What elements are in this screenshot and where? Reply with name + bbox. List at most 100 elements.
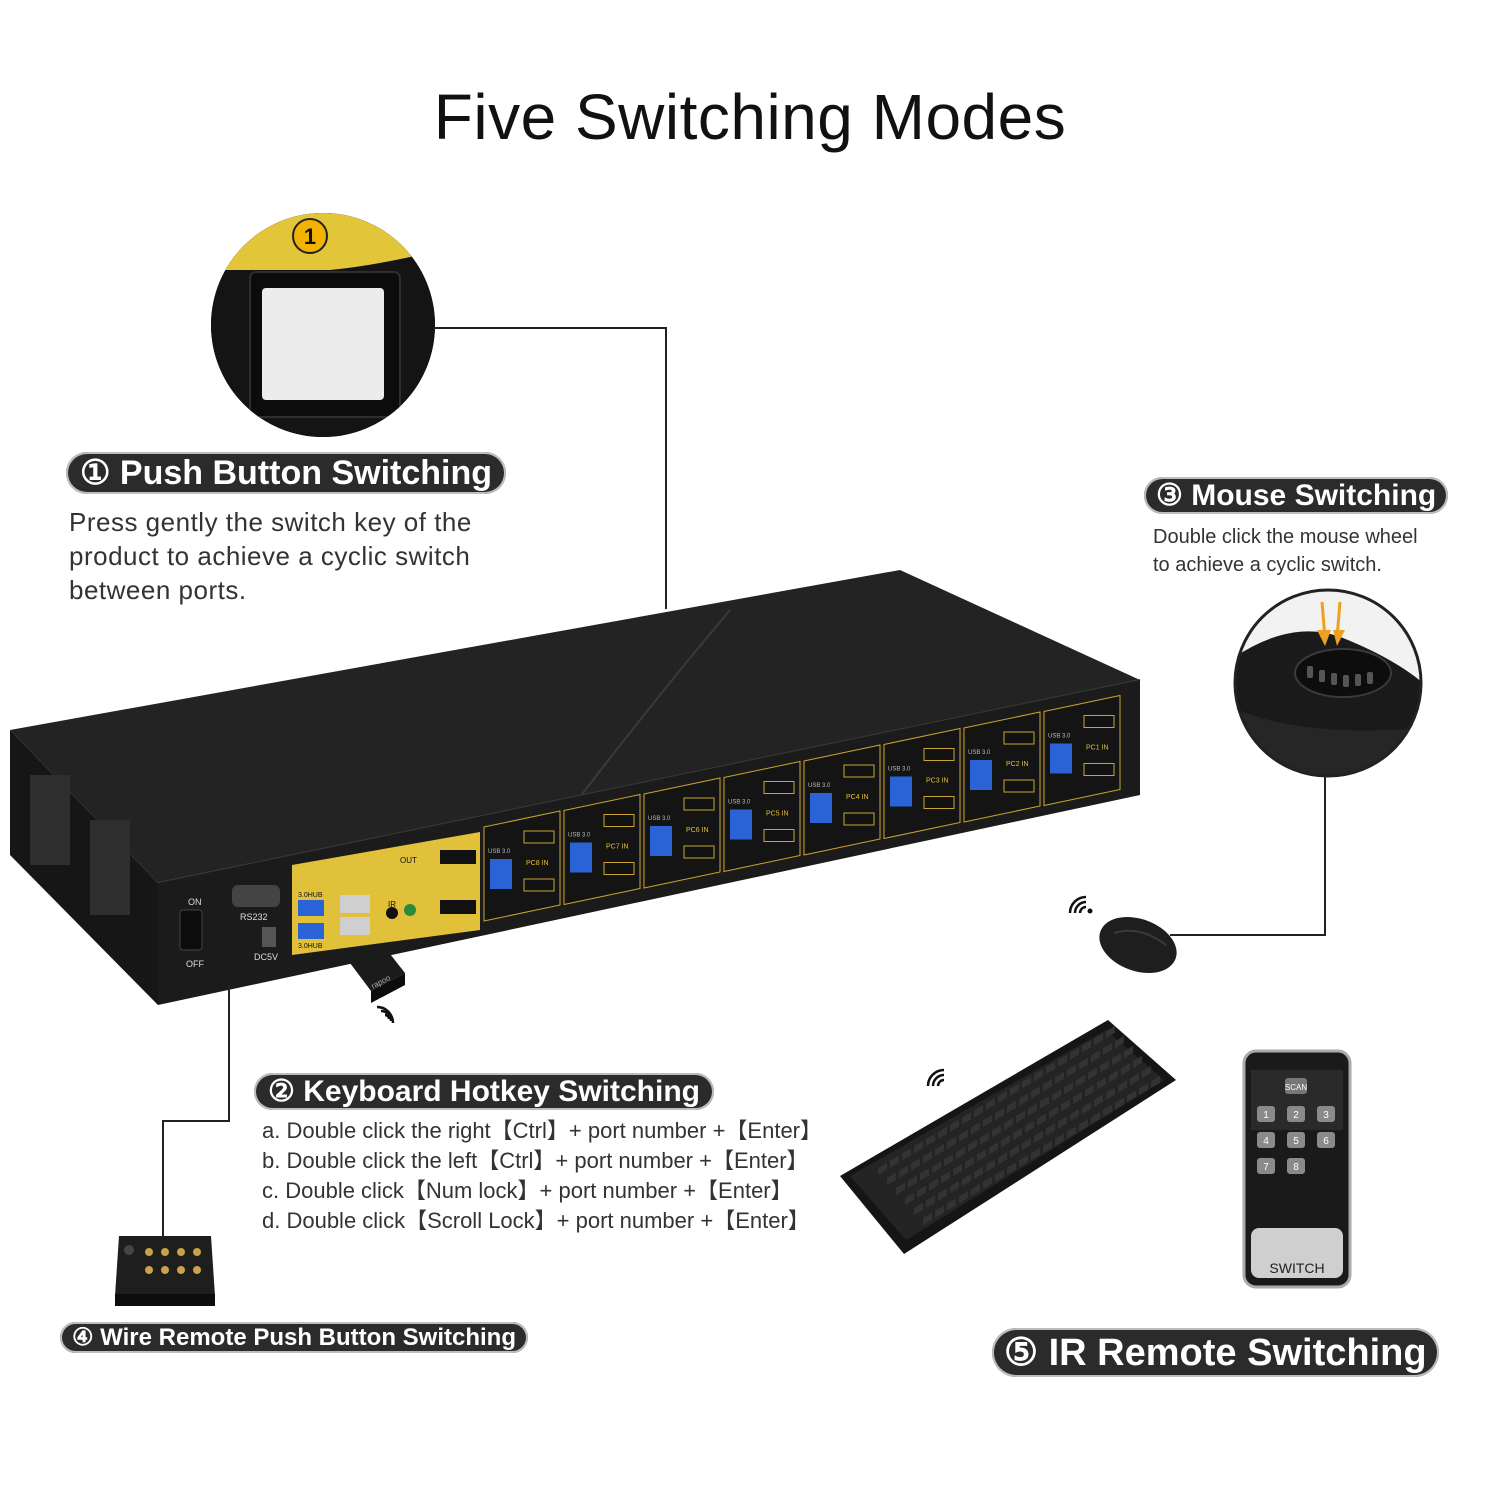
keyboard-key (995, 1169, 1004, 1182)
keyboard-key (896, 1182, 905, 1195)
svg-text:OUT: OUT (400, 856, 417, 865)
keyboard-key (1055, 1071, 1064, 1085)
keyboard-key (974, 1105, 983, 1118)
keyboard-key (929, 1178, 938, 1191)
keyboard-key (1046, 1123, 1055, 1136)
keyboard-key (926, 1133, 935, 1147)
keyboard-key (914, 1202, 923, 1215)
usb-port-label: USB 3.0 (648, 816, 671, 822)
usb-port-icon (970, 760, 992, 790)
pc-port-label: PC2 IN (1006, 761, 1029, 768)
wireless-mouse (1068, 895, 1177, 974)
keyboard-key (1121, 1063, 1130, 1076)
keyboard-key (1007, 1100, 1016, 1113)
remote-key (1257, 1106, 1275, 1122)
keyboard-key (992, 1125, 1001, 1138)
keyboard-key (1016, 1110, 1025, 1123)
keyboard-key (1058, 1054, 1067, 1067)
keyboard-key (1031, 1086, 1040, 1099)
keyboard-key (938, 1126, 947, 1139)
keyboard-key (1034, 1069, 1043, 1082)
pc-port-label: PC5 IN (766, 811, 789, 818)
keyboard-key (971, 1122, 980, 1135)
keyboard-key (1130, 1073, 1139, 1086)
remote-key (1257, 1132, 1275, 1148)
remote-key-label: 4 (1263, 1136, 1269, 1147)
svg-text:ON: ON (188, 897, 202, 907)
pc-port-panel: PC6 IN USB 3.0 (643, 777, 721, 889)
usb-port-icon (570, 842, 592, 873)
keyboard-key (1118, 1080, 1127, 1093)
keyboard-key (1058, 1116, 1067, 1129)
hotkey-step: c. Double click【Num lock】+ port number +… (262, 1178, 793, 1203)
usb-port-label: USB 3.0 (888, 767, 911, 773)
keyboard-key (1103, 1104, 1112, 1117)
pc-port-label: PC6 IN (686, 827, 709, 834)
svg-text:3.0HUB: 3.0HUB (298, 892, 323, 899)
keyboard-key (917, 1185, 926, 1198)
svg-text:SCAN: SCAN (1285, 1083, 1307, 1092)
keyboard-key (1067, 1064, 1076, 1077)
keyboard-key (1061, 1099, 1070, 1112)
svg-text:DC5V: DC5V (254, 952, 278, 962)
keyboard-key (995, 1107, 1004, 1121)
keyboard-key (1112, 1053, 1121, 1066)
usb-port-label: USB 3.0 (1048, 734, 1071, 740)
mouse-description: Double click the mouse wheel to achieve … (1153, 526, 1418, 576)
keyboard-key (908, 1175, 917, 1188)
wire-remote-box (115, 1236, 215, 1306)
hdmi-port-icon (683, 845, 715, 859)
remote-key (1287, 1132, 1305, 1148)
keyboard-key (971, 1183, 980, 1197)
keyboard-key (1034, 1130, 1043, 1143)
remote-key-label: 5 (1293, 1136, 1299, 1147)
hdmi-port-icon (843, 812, 875, 826)
wireless-icon (1068, 895, 1087, 914)
pc-port-label: PC7 IN (606, 844, 629, 851)
pc-port-label: PC4 IN (846, 794, 869, 801)
keyboard-key (1040, 1096, 1049, 1109)
hdmi-port-icon (1003, 731, 1035, 745)
keyboard-key (1046, 1061, 1055, 1075)
keyboard-key (1094, 1033, 1103, 1046)
remote-key (1317, 1106, 1335, 1122)
arrow-down-icon (1317, 630, 1345, 646)
keyboard-key (938, 1188, 947, 1201)
keyboard-key (1055, 1133, 1064, 1146)
keyboard-key (1085, 1084, 1094, 1097)
keyboard-key (989, 1142, 998, 1155)
keyboard-key (1043, 1079, 1052, 1092)
hdmi-port-icon (603, 862, 635, 875)
remote-key-label: 3 (1323, 1110, 1329, 1121)
hdmi-port-icon (1003, 779, 1035, 793)
keyboard-key (1151, 1075, 1160, 1089)
remote-key-label: 7 (1263, 1162, 1269, 1173)
keyboard-key (887, 1172, 896, 1185)
usb-port-icon (730, 809, 752, 840)
keyboard-key (1010, 1145, 1019, 1158)
keyboard-key (935, 1205, 944, 1218)
hdmi-port-icon (843, 764, 875, 778)
usb-port-icon (650, 826, 672, 856)
keyboard-key (947, 1136, 956, 1149)
remote-key-label: 6 (1323, 1136, 1329, 1147)
hdmi-port-icon (763, 829, 795, 842)
keyboard-key (1109, 1070, 1118, 1083)
keyboard-key (1010, 1083, 1019, 1096)
remote-key (1287, 1106, 1305, 1122)
keyboard-key (998, 1152, 1007, 1165)
keyboard-key (1106, 1025, 1115, 1039)
keyboard-key (1043, 1140, 1052, 1153)
keyboard-key (1103, 1043, 1112, 1056)
keyboard-key (1070, 1109, 1079, 1122)
keyboard-key (998, 1090, 1007, 1103)
hdmi-port-icon (683, 797, 715, 811)
keyboard-key (1082, 1101, 1091, 1115)
keyboard-key (1094, 1094, 1103, 1107)
usb-port-label: USB 3.0 (488, 849, 511, 855)
